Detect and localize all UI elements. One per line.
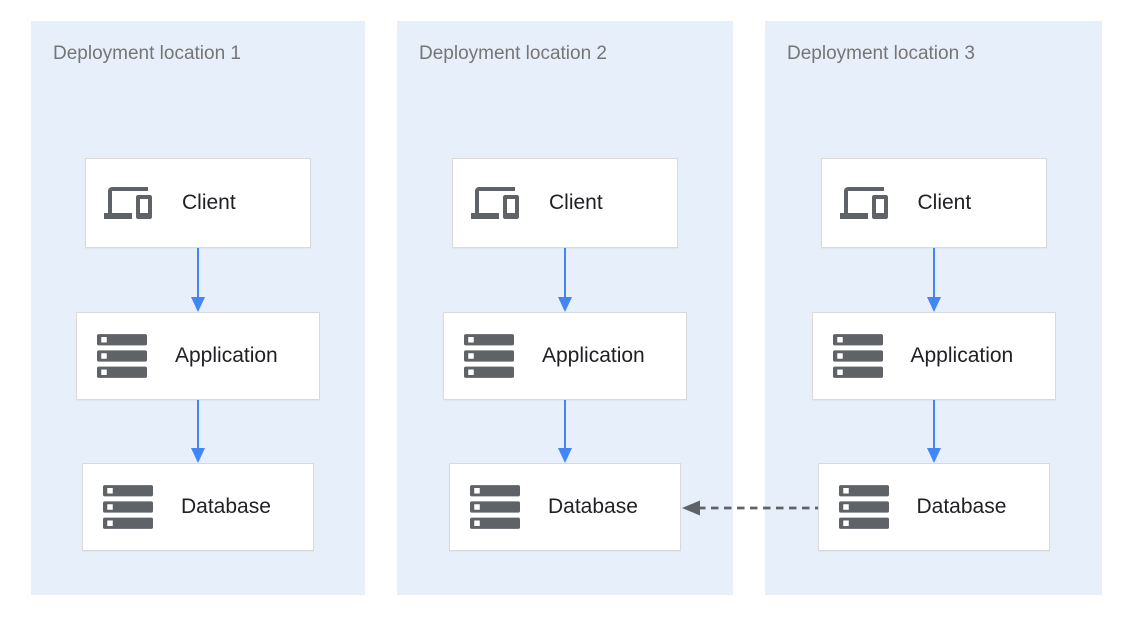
panel-title: Deployment location 3 [787,43,975,64]
down-arrow [564,400,566,448]
node-label: Application [175,344,278,367]
server-stack-icon [103,485,153,529]
client-node: Client [452,158,678,248]
down-arrow [932,248,935,297]
devices-icon [469,179,521,227]
database-node: Database [82,463,314,551]
client-node: Client [85,158,311,248]
application-node: Application [76,312,320,400]
server-stack-icon [470,485,520,529]
client-node: Client [820,158,1047,248]
node-label: Client [182,191,236,214]
deployment-location-3-panel: Deployment location 3 Client Application [765,21,1102,595]
application-node: Application [811,312,1056,400]
node-label: Application [542,344,645,367]
node-label: Database [548,495,638,518]
down-arrow [197,248,199,297]
down-arrow [932,400,935,448]
database-node: Database [449,463,681,551]
node-label: Database [916,495,1007,518]
down-arrow [197,400,199,448]
node-label: Application [910,344,1014,367]
panel-title: Deployment location 2 [419,43,607,64]
panel-title: Deployment location 1 [53,43,241,64]
devices-icon [102,179,154,227]
server-stack-icon [464,334,514,378]
node-label: Client [917,191,972,214]
deployment-location-2-panel: Deployment location 2 Client Application [397,21,733,595]
deployment-location-1-panel: Deployment location 1 Client Application [31,21,365,595]
node-label: Database [181,495,271,518]
server-stack-icon [832,334,883,378]
node-label: Client [549,191,603,214]
database-node: Database [817,463,1050,551]
devices-icon [838,179,890,227]
server-stack-icon [838,485,889,529]
server-stack-icon [97,334,147,378]
down-arrow [564,248,566,297]
application-node: Application [443,312,687,400]
replication-dashed-arrow [681,499,818,517]
